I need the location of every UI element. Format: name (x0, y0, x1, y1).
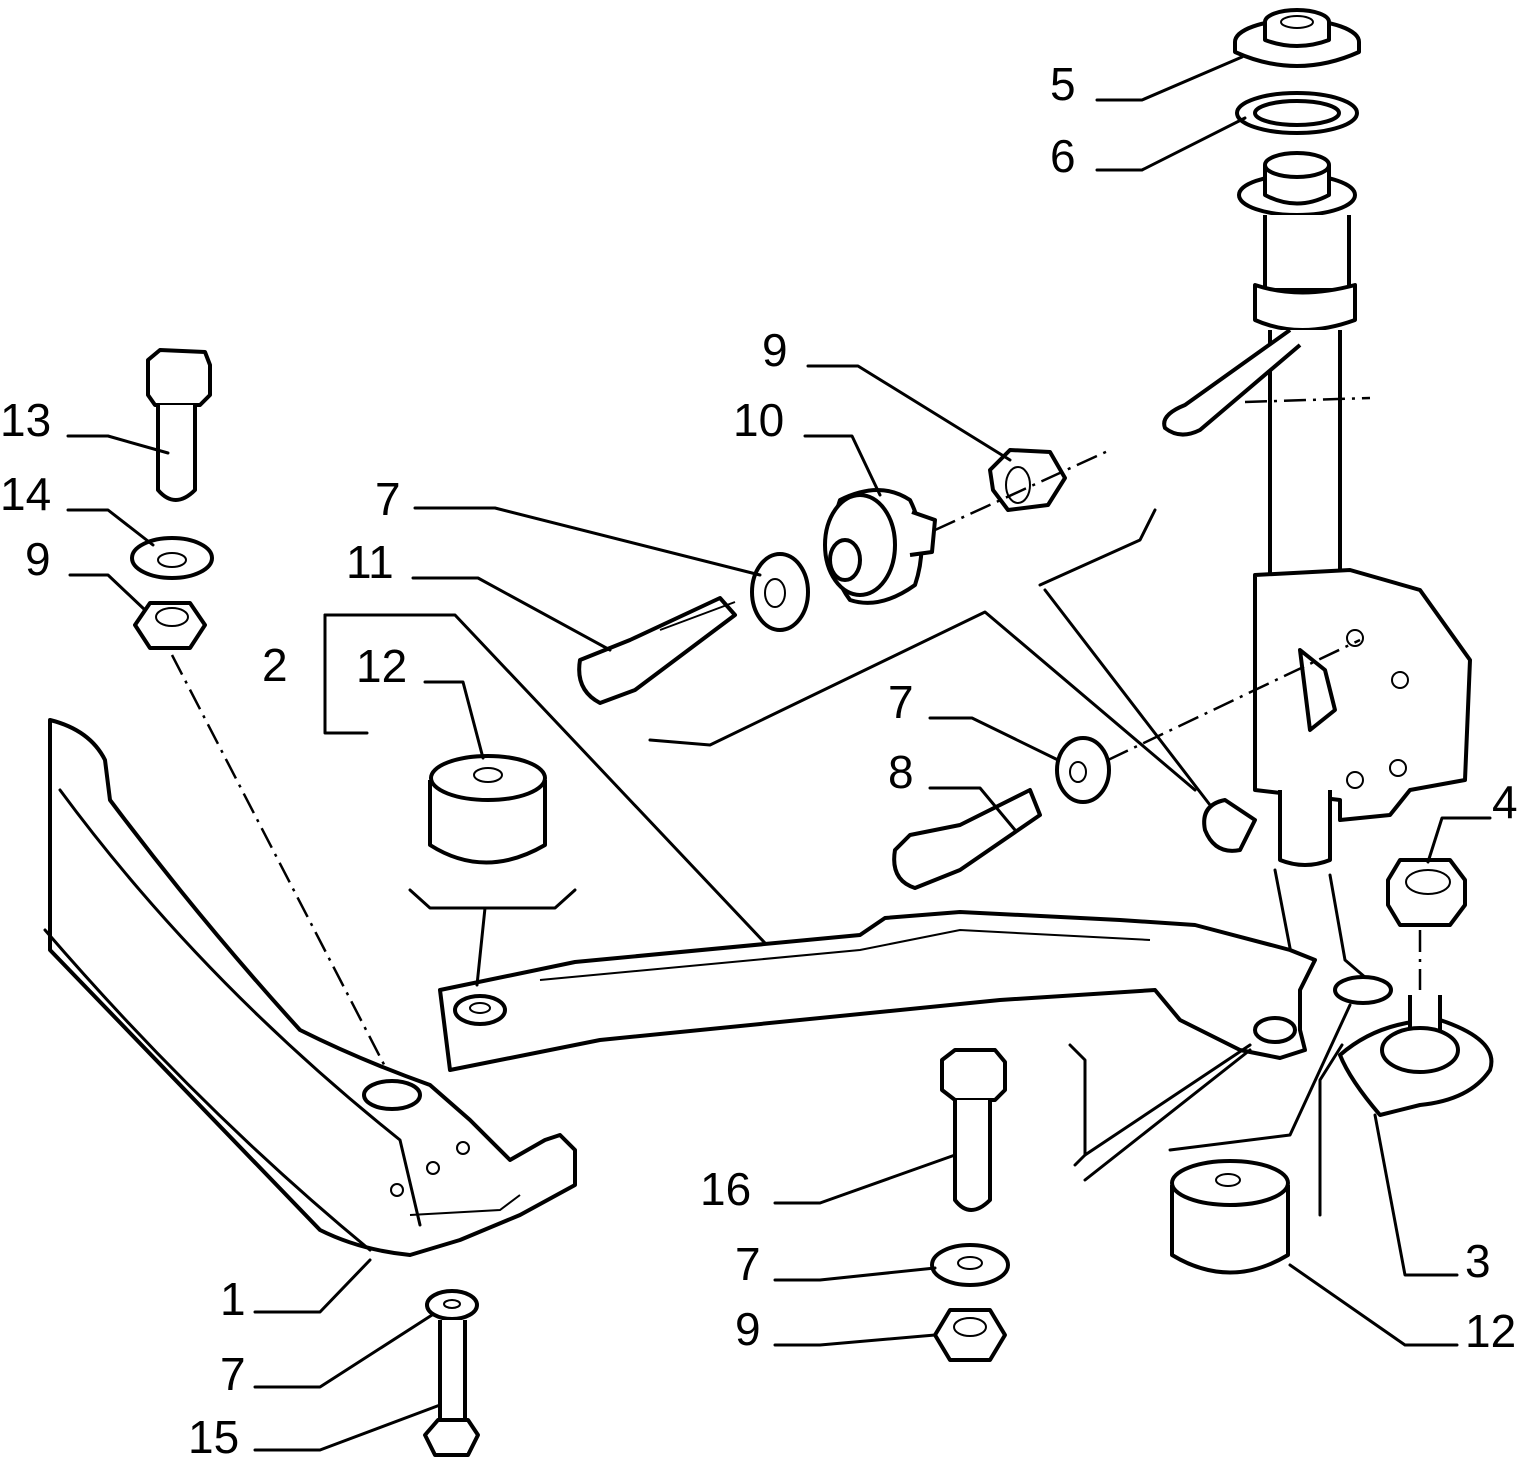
callout-7-upper: 7 (375, 473, 401, 525)
callout-3: 3 (1465, 1235, 1491, 1287)
callout-12-upper: 12 (356, 640, 407, 692)
small-washer (1333, 975, 1393, 1005)
callout-15: 15 (188, 1411, 239, 1463)
callout-9-upper: 9 (762, 324, 788, 376)
control-arm (438, 910, 1317, 1072)
callout-4: 4 (1492, 776, 1518, 828)
callout-7-middle: 7 (888, 676, 914, 728)
nut-lower-middle (933, 1308, 1007, 1362)
hex-bolt-13 (146, 348, 212, 502)
cross-member (43, 718, 577, 1257)
flat-washer-middle (1055, 736, 1111, 804)
washer-lower-middle (930, 1243, 1010, 1287)
bracket-12-upper (408, 888, 577, 910)
hex-bolt-16 (940, 1048, 1007, 1212)
callout-9-lower-middle: 9 (735, 1303, 761, 1355)
lock-nut-4 (1386, 858, 1467, 927)
callout-9-left: 9 (25, 533, 51, 585)
callout-8: 8 (888, 746, 914, 798)
washer-lower-left (425, 1289, 479, 1321)
callout-16: 16 (700, 1163, 751, 1215)
nut-upper (988, 448, 1067, 512)
strut-upright-assembly (1162, 151, 1472, 1002)
washer-14 (130, 536, 214, 580)
callout-6: 6 (1050, 130, 1076, 182)
rubber-bushing (823, 488, 937, 605)
callout-10: 10 (733, 394, 784, 446)
nut-left (133, 601, 207, 650)
callout-1: 1 (220, 1273, 246, 1325)
callout-5: 5 (1050, 58, 1076, 110)
callout-7-lower-middle: 7 (735, 1238, 761, 1290)
callout-7-lower-left: 7 (220, 1348, 246, 1400)
callout-14: 14 (0, 468, 51, 520)
callout-12-lower: 12 (1465, 1305, 1516, 1357)
bracket-strut (1038, 508, 1212, 807)
bolt-8 (892, 788, 1042, 890)
leader-lines (66, 55, 1492, 1452)
bushing-cylinder-lower (1170, 1159, 1290, 1275)
callout-2: 2 (262, 639, 288, 691)
bracket-lower-mid (1068, 1043, 1087, 1167)
ball-joint-3 (1338, 995, 1494, 1117)
bracket-right (1318, 1043, 1344, 1217)
callout-11: 11 (346, 536, 394, 588)
bracket-upper-mid (648, 610, 1197, 792)
flat-washer-upper (750, 552, 810, 632)
toothed-ring-washer (1235, 91, 1359, 135)
bolt-11 (577, 596, 737, 705)
bushing-cylinder-upper (428, 754, 547, 865)
bolt-15 (423, 1320, 480, 1457)
top-mount-cap (1233, 8, 1361, 68)
callout-13: 13 (0, 394, 51, 446)
